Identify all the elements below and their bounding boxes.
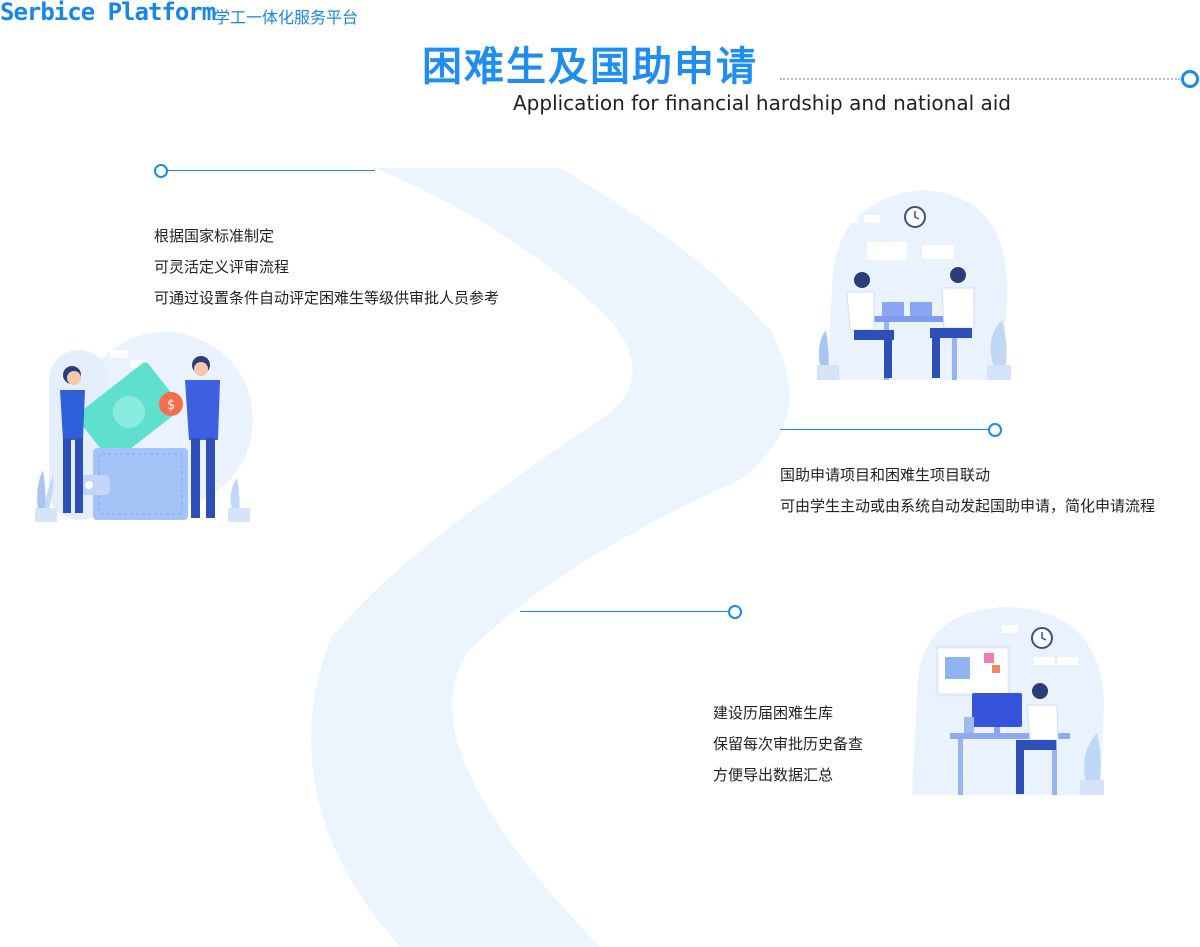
svg-text:$: $ bbox=[167, 398, 175, 413]
feature-1-connector bbox=[167, 170, 375, 171]
feature-3-connector bbox=[520, 611, 730, 612]
feature-2-line-1: 国助申请项目和困难生项目联动 bbox=[780, 466, 991, 484]
feature-1-line-1: 根据国家标准制定 bbox=[154, 227, 275, 245]
feature-1-line-2: 可灵活定义评审流程 bbox=[154, 258, 290, 276]
page-title: 困难生及国助申请 bbox=[422, 44, 758, 90]
title-dotted-divider bbox=[780, 78, 1180, 80]
feature-1-line-3: 可通过设置条件自动评定困难生等级供审批人员参考 bbox=[154, 289, 500, 307]
wallet-money-illustration: $ bbox=[35, 332, 253, 522]
feature-2-connector bbox=[780, 429, 989, 430]
feature-3-line-1: 建设历届困难生库 bbox=[713, 704, 834, 722]
page-subtitle: Application for financial hardship and n… bbox=[513, 91, 1011, 115]
brand-logo-text: Serbice Platform bbox=[0, 0, 216, 26]
feature-3-text: 建设历届困难生库 保留每次审批历史备查 方便导出数据汇总 bbox=[713, 698, 863, 791]
meeting-illustration bbox=[817, 190, 1011, 380]
feature-3-line-3: 方便导出数据汇总 bbox=[713, 766, 834, 784]
feature-3-ring-icon bbox=[728, 605, 742, 619]
feature-2-text: 国助申请项目和困难生项目联动 可由学生主动或由系统自动发起国助申请，简化申请流程 bbox=[780, 460, 1155, 522]
feature-2-line-2: 可由学生主动或由系统自动发起国助申请，简化申请流程 bbox=[780, 497, 1156, 515]
feature-1-ring-icon bbox=[154, 164, 168, 178]
feature-3-line-2: 保留每次审批历史备查 bbox=[713, 735, 864, 753]
feature-2-ring-icon bbox=[988, 423, 1002, 437]
title-ring-icon bbox=[1181, 70, 1199, 88]
computer-desk-illustration bbox=[912, 607, 1104, 795]
feature-1-text: 根据国家标准制定 可灵活定义评审流程 可通过设置条件自动评定困难生等级供审批人员… bbox=[154, 221, 499, 314]
brand-subtitle: 学工一体化服务平台 bbox=[214, 8, 359, 27]
